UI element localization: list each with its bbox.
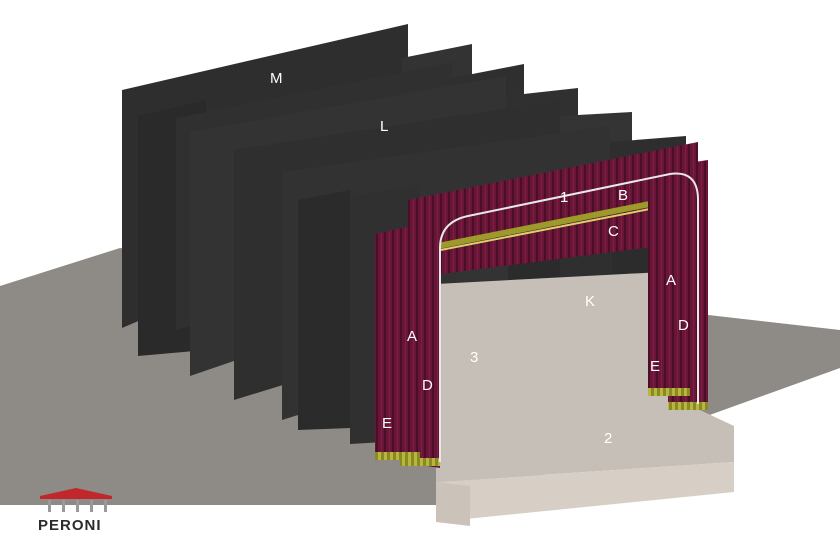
- label-e-right: E: [650, 358, 660, 375]
- label-a-left: A: [407, 328, 417, 345]
- logo-text: PERONI: [38, 517, 102, 534]
- labels: M L 1 B C K A D E 3 A D E 2: [270, 70, 689, 447]
- label-d-right: D: [678, 317, 689, 334]
- label-2: 2: [604, 430, 612, 447]
- label-l: L: [380, 118, 388, 135]
- label-m: M: [270, 70, 283, 87]
- stage-front-face: [436, 462, 734, 522]
- logo-roof-icon: [40, 488, 112, 496]
- label-3: 3: [470, 349, 478, 366]
- label-b: B: [618, 187, 628, 204]
- label-c: C: [608, 223, 619, 240]
- peroni-logo: PERONI: [38, 488, 112, 534]
- label-d-left: D: [422, 377, 433, 394]
- label-a-right: A: [666, 272, 676, 289]
- label-k: K: [585, 293, 595, 310]
- proscenium-outline: [439, 172, 699, 462]
- curtain-left-d: [400, 222, 440, 468]
- label-1: 1: [560, 189, 568, 206]
- label-e-left: E: [382, 415, 392, 432]
